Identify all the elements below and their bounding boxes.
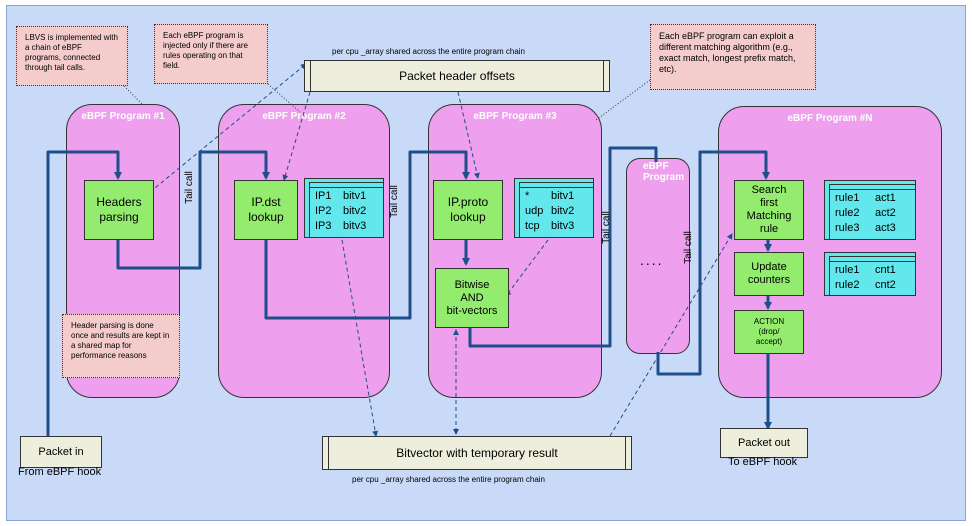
packet-in-caption: From eBPF hook [18, 466, 102, 478]
ip-proto-val-0: bitv1 [551, 190, 575, 202]
rules-key-1: rule2 [835, 207, 860, 219]
tail-call-label-2: Tail call [388, 185, 400, 218]
tail-call-label-4: Tail call [682, 231, 694, 264]
ip-proto-val-1: bitv2 [551, 205, 575, 217]
flow-tailcall-2 [264, 150, 470, 320]
rules-val-2: act3 [875, 222, 896, 234]
dotted-note-lbvs [123, 85, 143, 105]
ip-dst-key-1: IP2 [315, 205, 332, 217]
counters-val-1: cnt2 [875, 279, 896, 291]
dotted-note-matching [595, 79, 651, 121]
flow-tailcall-1 [116, 150, 270, 270]
bottom-map-caption: per cpu _array shared across the entire … [352, 475, 545, 484]
bitwise-and-block: Bitwise AND bit-vectors [435, 268, 509, 328]
bitvector-temp-label: Bitvector with temporary result [396, 446, 558, 460]
dash-bitvector-to-search [609, 233, 733, 437]
counters-key-1: rule2 [835, 279, 860, 291]
dotted-note-injected [267, 83, 301, 113]
ip-dst-table-rows: IP1 bitv1 IP2 bitv2 IP3 bitv3 [315, 189, 366, 234]
counters-val-0: cnt1 [875, 264, 896, 276]
ip-proto-lookup-block: IP.proto lookup [433, 180, 503, 240]
top-map-caption: per cpu _array shared across the entire … [332, 47, 525, 56]
ip-dst-val-2: bitv3 [343, 220, 367, 232]
packet-out-box: Packet out [720, 428, 808, 458]
flow-packet-in [46, 150, 122, 436]
program-1-title: eBPF Program #1 [81, 111, 165, 122]
program-n-title: eBPF Program #N [787, 113, 873, 124]
action-block: ACTION (drop/ accept) [734, 310, 804, 354]
packet-out-caption: To eBPF hook [728, 456, 798, 468]
dash-ipdst-table-to-bitvector [341, 239, 379, 437]
rules-val-1: act2 [875, 207, 896, 219]
note-matching-algorithm: Each eBPF program can exploit a differen… [650, 24, 816, 90]
rules-table-rows: rule1 act1 rule2 act2 rule3 act3 [835, 191, 896, 236]
flow-tailcall-3 [468, 146, 658, 348]
packet-header-offsets-map: Packet header offsets [304, 60, 610, 92]
ip-proto-key-1: udp [525, 205, 544, 217]
ip-proto-key-2: tcp [525, 220, 540, 232]
tail-call-label-1: Tail call [183, 171, 195, 204]
tail-call-label-3: Tail call [600, 211, 612, 244]
ip-proto-val-2: bitv3 [551, 220, 575, 232]
rules-val-0: act1 [875, 192, 896, 204]
ip-dst-key-0: IP1 [315, 190, 332, 202]
dash-offsets-to-ipproto [457, 91, 480, 179]
ip-dst-lookup-block: IP.dst lookup [234, 180, 298, 240]
update-counters-block: Update counters [734, 252, 804, 296]
program-3-title: eBPF Program #3 [473, 111, 557, 122]
ip-dst-val-0: bitv1 [343, 190, 367, 202]
ip-dst-key-2: IP3 [315, 220, 332, 232]
counters-table-rows: rule1 cnt1 rule2 cnt2 [835, 263, 896, 293]
counters-key-0: rule1 [835, 264, 860, 276]
headers-parsing-block: Headers parsing [84, 180, 154, 240]
counters-table: rule1 cnt1 rule2 cnt2 [824, 252, 916, 296]
program-2-title: eBPF Program #2 [262, 111, 346, 122]
bitvector-temp-map: Bitvector with temporary result [322, 436, 632, 470]
note-header-parsing: Header parsing is done once and results … [62, 314, 180, 378]
packet-header-offsets-label: Packet header offsets [399, 69, 515, 83]
program-middle-title: eBPF Program [643, 161, 685, 183]
note-lbvs-chain: LBVS is implemented with a chain of eBPF… [16, 26, 128, 86]
ip-proto-key-0: * [525, 190, 530, 202]
ip-dst-val-1: bitv2 [343, 205, 367, 217]
ip-proto-table-rows: * bitv1 udp bitv2 tcp bitv3 [525, 189, 574, 234]
dash-headers-to-offsets [149, 63, 307, 193]
dash-offsets-to-ipdst [282, 91, 311, 181]
note-injected-rules: Each eBPF program is injected only if th… [154, 24, 268, 84]
search-matching-rule-block: Search first Matching rule [734, 180, 804, 240]
rules-key-2: rule3 [835, 222, 860, 234]
ip-dst-table: IP1 bitv1 IP2 bitv2 IP3 bitv3 [304, 178, 384, 238]
rules-table: rule1 act1 rule2 act2 rule3 act3 [824, 180, 916, 240]
rules-key-0: rule1 [835, 192, 860, 204]
dash-ipproto-table-to-and [505, 239, 549, 297]
ellipsis-dots: .... [640, 252, 664, 268]
flow-tailcall-m [656, 150, 770, 376]
packet-in-box: Packet in [20, 436, 102, 468]
ip-proto-table: * bitv1 udp bitv2 tcp bitv3 [514, 178, 594, 238]
